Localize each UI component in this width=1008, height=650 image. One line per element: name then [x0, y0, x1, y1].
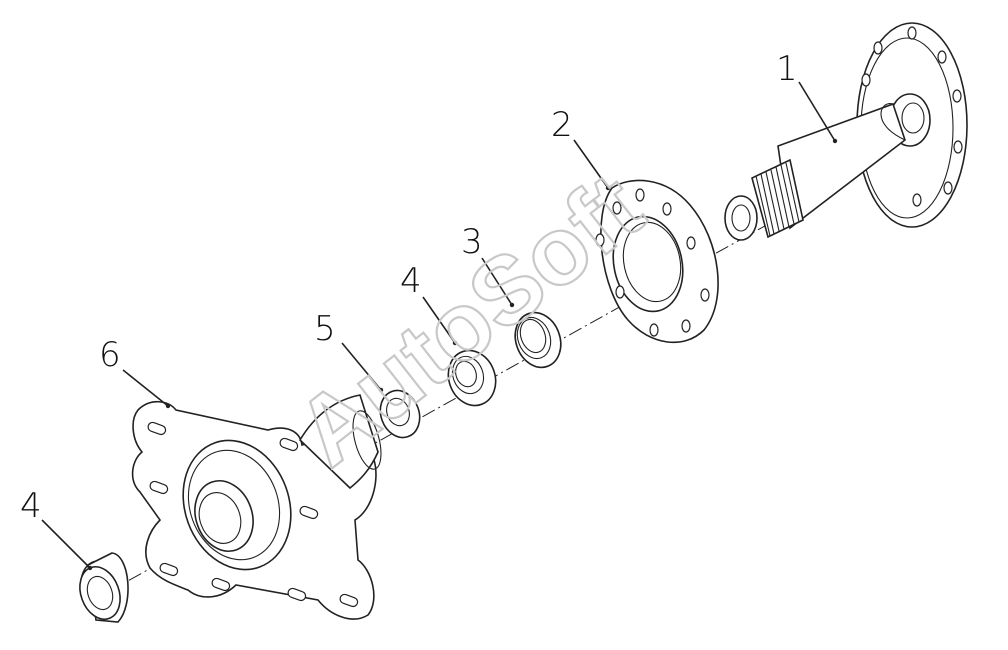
backing-plate-part [595, 179, 719, 344]
leader-line-4b [41, 519, 91, 569]
axle-shaft-part [724, 22, 968, 241]
leader-line-4a [422, 296, 456, 344]
callout-5: 5 [314, 309, 336, 349]
leader-line-5 [341, 342, 382, 391]
seal-part [514, 311, 562, 369]
leader-line-1 [798, 81, 836, 142]
callout-2: 2 [551, 105, 573, 145]
leader-line-6 [122, 369, 169, 407]
callout-1: 1 [776, 49, 798, 89]
spacer-washer-part [379, 389, 421, 439]
callout-3: 3 [461, 222, 483, 262]
callout-4-upper: 4 [400, 261, 422, 301]
bearing-lower-part [79, 552, 129, 623]
callout-6: 6 [99, 335, 121, 375]
leader-line-2 [573, 139, 609, 189]
bearing-upper-part [447, 349, 497, 407]
hub-housing-part [131, 394, 382, 620]
callout-4-lower: 4 [20, 486, 42, 526]
leader-line-3 [481, 257, 513, 306]
